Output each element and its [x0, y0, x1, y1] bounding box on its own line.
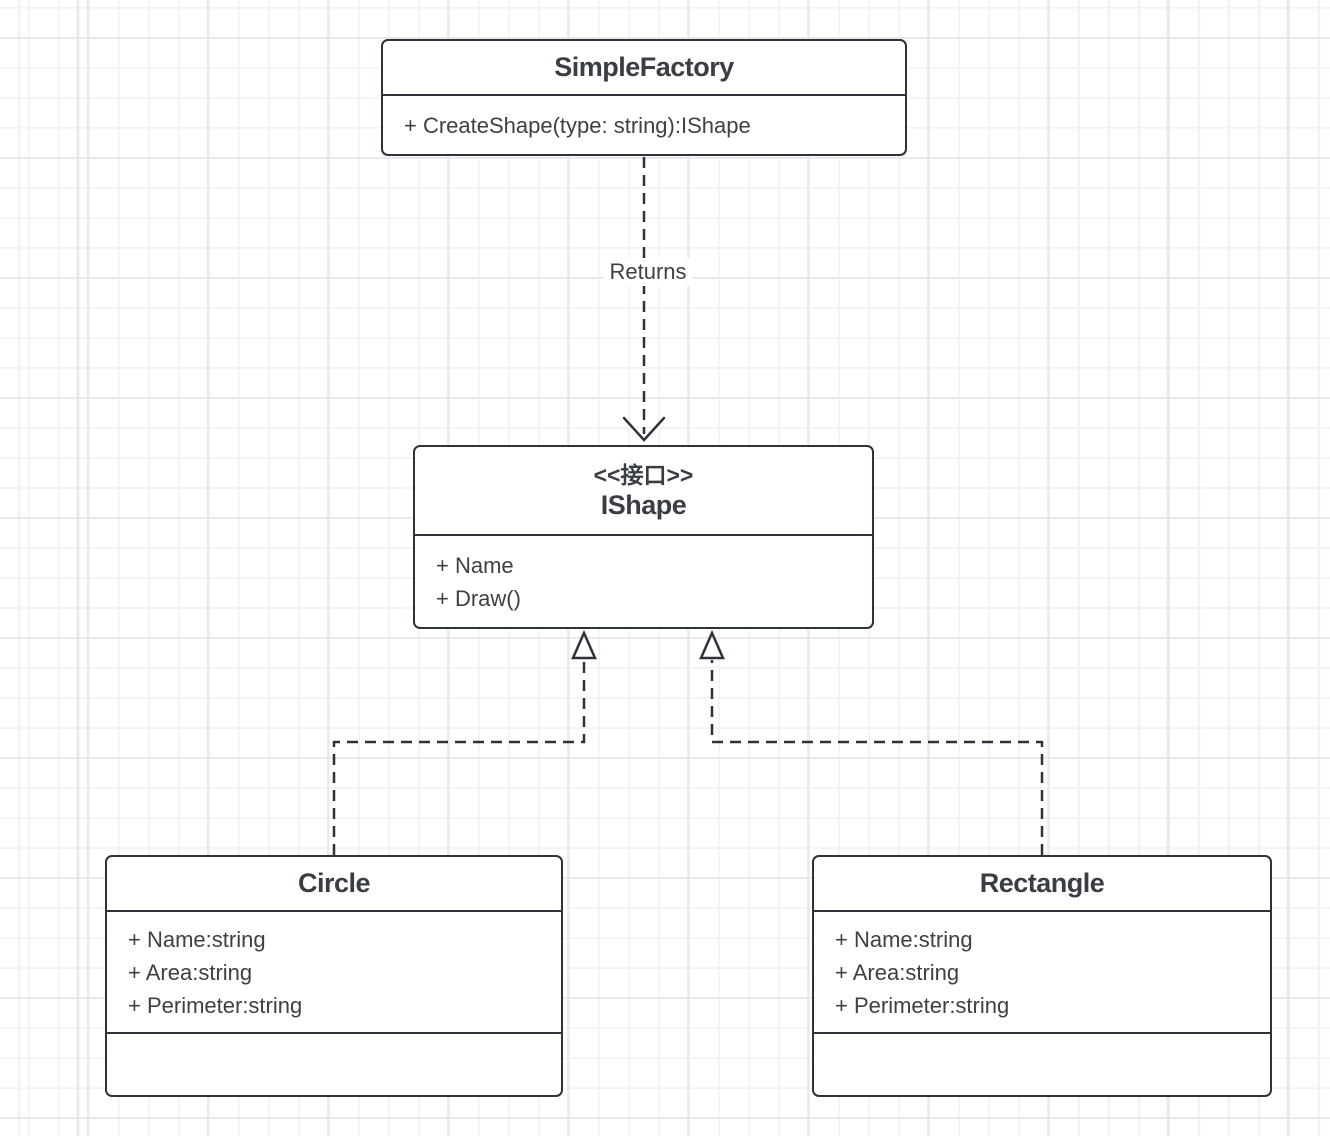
hollow-triangle-arrowhead-icon: [699, 629, 725, 660]
class-rectangle-attributes: + Name:string + Area:string + Perimeter:…: [814, 912, 1270, 1034]
edge-rectangle-realization[interactable]: [710, 660, 1044, 855]
class-circle[interactable]: Circle + Name:string + Area:string + Per…: [105, 855, 563, 1097]
class-simplefactory-title: SimpleFactory: [554, 52, 734, 82]
class-circle-attributes: + Name:string + Area:string + Perimeter:…: [107, 912, 561, 1034]
class-rectangle-title: Rectangle: [979, 868, 1105, 898]
attribute-line: + Area:string: [835, 959, 960, 985]
class-simplefactory-methods: + CreateShape(type: string):IShape: [383, 96, 905, 154]
attribute-line: + Draw(): [436, 585, 521, 611]
class-ishape-title: IShape: [600, 490, 687, 520]
class-circle-header: Circle: [107, 857, 561, 912]
attribute-line: + Perimeter:string: [835, 992, 1010, 1018]
class-ishape-stereotype: <<接口>>: [593, 462, 694, 488]
class-ishape-members: + Name + Draw(): [415, 536, 872, 627]
class-circle-title: Circle: [297, 868, 371, 898]
hollow-triangle-arrowhead-icon: [571, 629, 597, 660]
edge-circle-realization[interactable]: [332, 660, 586, 855]
class-ishape[interactable]: <<接口>> IShape + Name + Draw(): [413, 445, 874, 629]
class-rectangle-methods-empty: [814, 1034, 1270, 1095]
class-circle-methods-empty: [107, 1034, 561, 1095]
class-ishape-header: <<接口>> IShape: [415, 447, 872, 536]
attribute-line: + Area:string: [128, 959, 253, 985]
attribute-line: + Name: [436, 552, 514, 578]
open-arrowhead-icon: [622, 416, 666, 442]
class-simplefactory-header: SimpleFactory: [383, 41, 905, 96]
attribute-line: + Perimeter:string: [128, 992, 303, 1018]
edge-label-returns[interactable]: Returns: [603, 258, 693, 286]
class-rectangle[interactable]: Rectangle + Name:string + Area:string + …: [812, 855, 1272, 1097]
method-line: + CreateShape(type: string):IShape: [404, 112, 751, 138]
class-rectangle-header: Rectangle: [814, 857, 1270, 912]
attribute-line: + Name:string: [128, 926, 266, 952]
class-simplefactory[interactable]: SimpleFactory + CreateShape(type: string…: [381, 39, 907, 156]
attribute-line: + Name:string: [835, 926, 973, 952]
